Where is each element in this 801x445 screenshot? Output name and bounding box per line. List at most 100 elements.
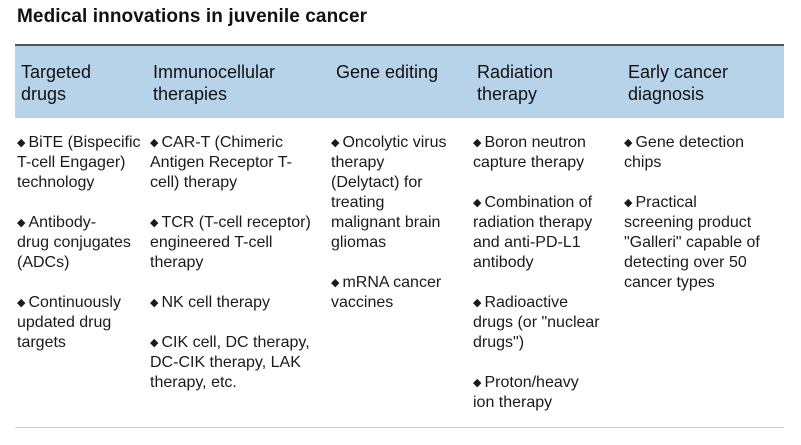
list-item-text: Proton/heavy <box>484 374 579 391</box>
list-item-line: ◆CAR-T (Chimeric <box>150 133 311 153</box>
list-item-line: drugs") <box>473 333 600 353</box>
column-gene-editing: ◆Oncolytic virus therapy (Delytact) for tre… <box>331 133 447 333</box>
list-item-line: ◆TCR (T-cell receptor) <box>150 213 311 233</box>
list-item-line: treating <box>331 193 447 213</box>
list-item-text: cancer types <box>624 274 715 291</box>
list-item-text: NK cell therapy <box>161 294 270 311</box>
list-item-line: ◆CIK cell, DC therapy, <box>150 333 311 353</box>
list-item-line: drugs (or "nuclear <box>473 313 600 333</box>
list-item-text: (ADCs) <box>17 254 70 271</box>
list-item-text: Boron neutron <box>484 134 586 151</box>
list-item-text: T-cell Engager) <box>17 154 126 171</box>
header-gene-editing: Gene editing <box>336 61 438 83</box>
list-item: ◆CIK cell, DC therapy,DC-CIK therapy, LA… <box>150 333 311 393</box>
diamond-bullet-icon: ◆ <box>331 137 340 149</box>
header-line: diagnosis <box>628 84 705 104</box>
diamond-bullet-icon: ◆ <box>624 197 633 209</box>
list-item-line: T-cell Engager) <box>17 153 141 173</box>
list-item-text: BiTE (Bispecific <box>28 134 141 151</box>
header-line: Radiation <box>477 62 554 82</box>
page-title: Medical innovations in juvenile cancer <box>17 6 368 27</box>
list-item-text: radiation therapy <box>473 214 593 231</box>
list-item-line: and anti-PD-L1 <box>473 233 600 253</box>
diamond-bullet-icon: ◆ <box>150 337 159 349</box>
list-item-text: Practical <box>635 194 697 211</box>
list-item: ◆NK cell therapy <box>150 293 311 313</box>
list-item-text: DC-CIK therapy, LAK <box>150 354 301 371</box>
list-item-text: drugs") <box>473 334 525 351</box>
list-item-text: treating <box>331 194 385 211</box>
list-item-line: (ADCs) <box>17 253 141 273</box>
list-item-text: screening product <box>624 214 752 231</box>
list-item-text: therapy, etc. <box>150 374 237 391</box>
diamond-bullet-icon: ◆ <box>17 217 26 229</box>
list-item-line: capture therapy <box>473 153 600 173</box>
diamond-bullet-icon: ◆ <box>150 137 159 149</box>
list-item-line: therapy <box>331 153 447 173</box>
diamond-bullet-icon: ◆ <box>17 297 26 309</box>
diamond-bullet-icon: ◆ <box>473 137 482 149</box>
list-item-line: (Delytact) for <box>331 173 447 193</box>
list-item-line: cell) therapy <box>150 173 311 193</box>
list-item-text: therapy <box>331 154 385 171</box>
list-item-line: ◆NK cell therapy <box>150 293 311 313</box>
list-item-line: cancer types <box>624 273 760 293</box>
list-item-text: cell) therapy <box>150 174 238 191</box>
list-item-text: Antigen Receptor T- <box>150 154 293 171</box>
diamond-bullet-icon: ◆ <box>624 137 633 149</box>
list-item-text: CAR-T (Chimeric <box>161 134 283 151</box>
list-item-text: Oncolytic virus <box>342 134 447 151</box>
list-item-line: antibody <box>473 253 600 273</box>
list-item-line: malignant brain <box>331 213 447 233</box>
list-item-text: detecting over 50 <box>624 254 747 271</box>
list-item-text: Antibody- <box>28 214 97 231</box>
list-item-line: ◆Boron neutron <box>473 133 600 153</box>
header-line: drugs <box>21 84 67 104</box>
list-item-line: ◆Practical <box>624 193 760 213</box>
list-item-text: chips <box>624 154 662 171</box>
list-item-text: antibody <box>473 254 534 271</box>
header-line: Targeted <box>21 62 92 82</box>
list-item-text: capture therapy <box>473 154 585 171</box>
list-item-text: therapy <box>150 254 204 271</box>
header-line: Gene editing <box>336 62 439 82</box>
list-item: ◆Oncolytic virus therapy (Delytact) for tre… <box>331 133 447 253</box>
list-item-line: ion therapy <box>473 393 600 413</box>
header-line: Early cancer <box>628 62 729 82</box>
list-item-line: ◆Continuously <box>17 293 141 313</box>
diamond-bullet-icon: ◆ <box>17 137 26 149</box>
list-item-text: drugs (or "nuclear <box>473 314 600 331</box>
header-line: therapies <box>153 84 228 104</box>
list-item-text: "Galleri" capable of <box>624 234 760 251</box>
list-item-line: updated drug <box>17 313 141 333</box>
list-item-line: vaccines <box>331 293 447 313</box>
list-item-line: "Galleri" capable of <box>624 233 760 253</box>
list-item-text: TCR (T-cell receptor) <box>161 214 311 231</box>
list-item: ◆Antibody-drug conjugates(ADCs) <box>17 213 141 273</box>
list-item-text: ion therapy <box>473 394 553 411</box>
diamond-bullet-icon: ◆ <box>473 197 482 209</box>
list-item-line: targets <box>17 333 141 353</box>
list-item-text: (Delytact) for <box>331 174 423 191</box>
list-item-line: ◆Proton/heavy <box>473 373 600 393</box>
list-item-line: Antigen Receptor T- <box>150 153 311 173</box>
list-item-line: detecting over 50 <box>624 253 760 273</box>
